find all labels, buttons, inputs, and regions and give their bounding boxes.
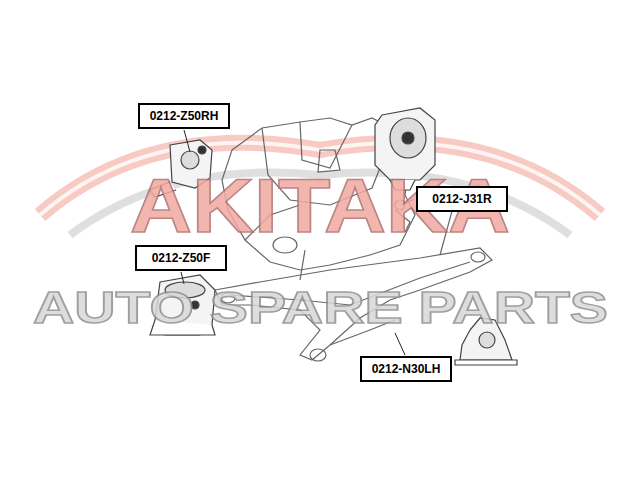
part-number: 0212-Z50RH (150, 109, 219, 123)
watermark-text: AUTO SPARE PARTS (33, 286, 608, 330)
part-number: 0212-J31R (432, 192, 491, 206)
part-number-box: 0212-Z50RH (138, 103, 230, 129)
part-number: 0212-Z50F (152, 251, 211, 265)
part-number: 0212-N30LH (372, 362, 441, 376)
part-number-box: 0212-N30LH (360, 356, 452, 382)
part-number-box: 0212-J31R (416, 186, 508, 212)
part-number-box: 0212-Z50F (135, 245, 227, 271)
